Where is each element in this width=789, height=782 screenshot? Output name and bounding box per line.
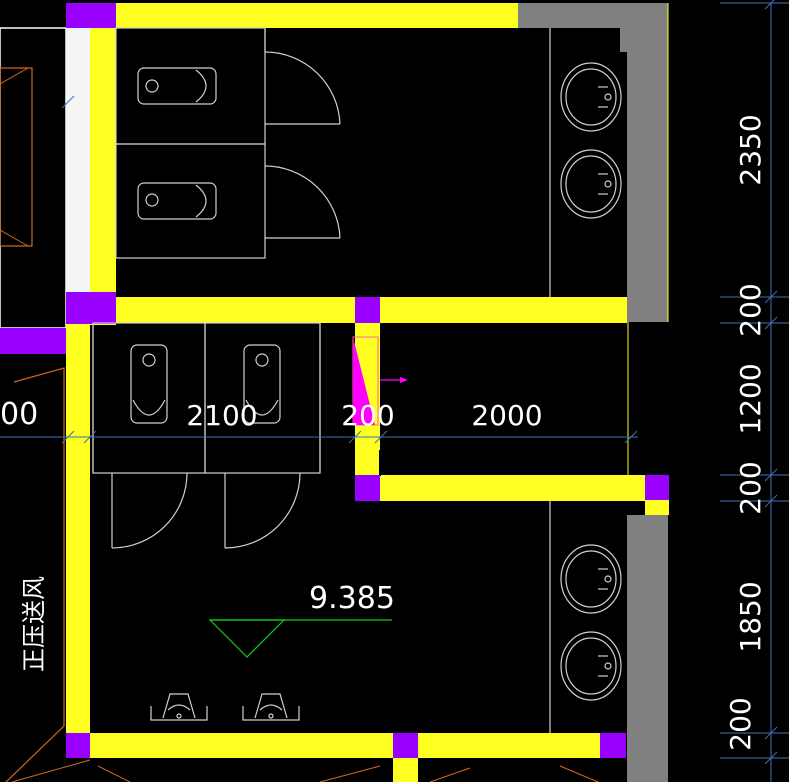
column — [600, 733, 626, 758]
wall-upper-left — [90, 3, 116, 325]
dim-tick — [348, 430, 362, 444]
orange-hatch-line — [0, 229, 29, 247]
dimension-label: 2100 — [186, 399, 257, 432]
elevation-value: 9.385 — [309, 581, 395, 616]
washbasin — [560, 149, 622, 219]
urinal-drain — [142, 353, 156, 367]
columns — [66, 3, 669, 758]
urinal-bowl — [132, 399, 166, 416]
squat-toilet-bowl — [195, 184, 207, 218]
concrete-wall-lower — [627, 515, 668, 782]
dimension-label: 2350 — [734, 114, 767, 185]
dimension-label: 200 — [724, 697, 757, 750]
column — [90, 3, 116, 28]
column — [645, 475, 669, 500]
elevation-triangle — [208, 619, 286, 658]
urinal-bowl — [245, 399, 279, 416]
upper-toilet-stalls — [115, 27, 551, 297]
dim-tick — [83, 430, 97, 444]
orange-hatch-line — [0, 67, 29, 85]
column — [66, 292, 116, 324]
vertical-dimension-labels: 2350 200 1200 200 1850 200 — [724, 114, 767, 750]
urinal — [130, 344, 168, 424]
orange-line — [11, 759, 91, 782]
dimension-label: 200 — [341, 399, 394, 432]
partial-dimension-label: 00 — [0, 397, 38, 432]
opening-arrow-head — [400, 377, 408, 383]
squat-toilet-drain — [145, 193, 159, 207]
door-swing — [264, 165, 341, 239]
urinal — [243, 344, 281, 424]
column — [355, 475, 380, 501]
orange-line — [429, 767, 471, 782]
column — [66, 733, 90, 758]
dim-tick — [61, 95, 75, 109]
horizontal-dimension-labels: 2100 200 2000 00 — [0, 397, 543, 432]
dimension-label: 1200 — [734, 363, 767, 434]
toilet-stall — [115, 143, 266, 259]
wall-bottom — [66, 733, 626, 758]
door-swing — [111, 472, 188, 549]
column — [393, 733, 418, 758]
door-swing — [264, 51, 341, 125]
wall-lower-left — [66, 323, 90, 733]
lower-stalls — [92, 322, 321, 549]
bottom-orange-lines — [11, 759, 599, 782]
dimension-label: 1850 — [734, 581, 767, 652]
dim-tick — [624, 430, 638, 444]
elevation-marker: 9.385 — [208, 581, 395, 658]
dimension-label: 200 — [734, 461, 767, 514]
dimension-label: 200 — [734, 283, 767, 336]
orange-line — [97, 765, 131, 782]
concrete-wall-upper — [518, 3, 668, 322]
column — [355, 297, 380, 323]
washbasins — [549, 62, 622, 733]
washbasin — [560, 631, 622, 701]
wall-bottom-stub — [393, 758, 418, 782]
orange-outline-left — [5, 367, 65, 782]
orange-line — [319, 765, 381, 782]
wall-corridor — [355, 475, 650, 501]
opening-marker — [352, 336, 408, 426]
squat-toilet — [137, 67, 217, 105]
floor-drains — [150, 693, 300, 721]
door-swing — [224, 472, 301, 549]
floor-drain — [150, 693, 208, 721]
urinal-drain — [255, 353, 269, 367]
floor-drain — [242, 693, 300, 721]
squat-toilet-drain — [145, 79, 159, 93]
washbasin — [560, 62, 622, 132]
room-label: 正压送风 — [20, 576, 48, 672]
concrete-walls — [518, 3, 669, 782]
dim-tick — [374, 430, 388, 444]
squat-toilet-bowl — [195, 69, 207, 103]
dimension-label: 2000 — [471, 399, 542, 432]
white-wall-panel — [66, 28, 90, 296]
washbasin — [560, 544, 622, 614]
opening-fill — [353, 337, 375, 425]
squat-toilet — [137, 182, 217, 220]
wall-top — [90, 3, 518, 28]
dim-tick — [61, 430, 75, 444]
orange-shaft-line — [0, 67, 33, 247]
column — [66, 3, 90, 28]
orange-line — [559, 765, 599, 782]
